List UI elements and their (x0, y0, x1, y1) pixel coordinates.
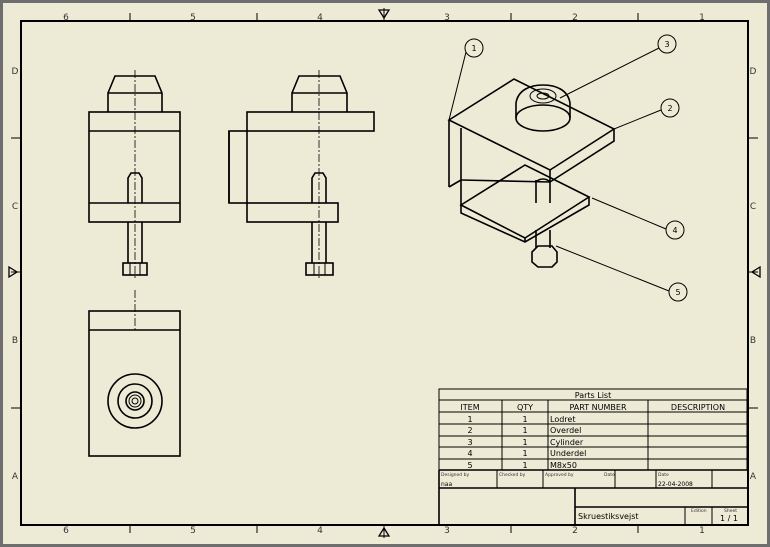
svg-text:2: 2 (572, 13, 578, 23)
balloon-1: 1 (471, 44, 476, 53)
svg-text:Cylinder: Cylinder (550, 438, 584, 447)
paper (3, 3, 767, 544)
svg-text:Overdel: Overdel (550, 426, 581, 435)
front-view (88, 70, 181, 280)
svg-text:B: B (750, 336, 756, 346)
svg-text:B: B (12, 336, 18, 346)
table-row: 4 1 Underdel (467, 449, 586, 458)
table-row: 3 1 Cylinder (467, 438, 583, 447)
svg-text:4: 4 (317, 13, 323, 23)
isometric-view (447, 78, 616, 268)
svg-text:1: 1 (699, 13, 705, 23)
svg-text:5: 5 (190, 526, 196, 536)
svg-text:5: 5 (190, 13, 196, 23)
svg-text:1: 1 (522, 438, 527, 447)
title-block: Designed by naa Checked by Approved by D… (438, 469, 747, 525)
svg-text:3: 3 (444, 13, 450, 23)
svg-text:3: 3 (444, 526, 450, 536)
balloon-2: 2 (667, 104, 672, 113)
zone-labels: 6 5 4 3 2 1 6 5 4 3 2 1 D C B A D C B A (12, 13, 757, 536)
svg-text:1: 1 (522, 415, 527, 424)
svg-text:C: C (750, 202, 756, 212)
top-view (88, 290, 181, 457)
svg-text:Sheet: Sheet (724, 508, 737, 514)
svg-text:C: C (12, 202, 18, 212)
center-marks (8, 9, 761, 537)
svg-text:A: A (12, 472, 19, 482)
svg-text:1: 1 (699, 526, 705, 536)
balloon-4: 4 (672, 226, 677, 235)
svg-text:1: 1 (522, 461, 527, 470)
svg-text:Edition: Edition (691, 508, 707, 514)
svg-text:Checked by: Checked by (499, 472, 526, 478)
svg-text:naa: naa (441, 481, 452, 488)
svg-text:4: 4 (317, 526, 323, 536)
svg-text:1 / 1: 1 / 1 (720, 514, 738, 523)
table-row: 5 1 M8x50 (467, 461, 576, 470)
svg-text:22-04-2008: 22-04-2008 (658, 481, 693, 488)
svg-text:Date: Date (604, 472, 615, 478)
parts-list: Parts List ITEM QTY PART NUMBER DESCRIPT… (438, 388, 748, 471)
table-row: 2 1 Overdel (467, 426, 581, 435)
svg-text:Date: Date (658, 472, 669, 478)
svg-text:A: A (750, 472, 757, 482)
svg-text:ITEM: ITEM (460, 403, 479, 412)
svg-text:1: 1 (522, 449, 527, 458)
svg-text:6: 6 (63, 13, 69, 23)
svg-text:6: 6 (63, 526, 69, 536)
svg-text:Approved by: Approved by (545, 472, 574, 478)
svg-text:3: 3 (467, 438, 472, 447)
svg-text:Underdel: Underdel (550, 449, 586, 458)
svg-text:5: 5 (467, 461, 472, 470)
table-row: 1 1 Lodret (467, 415, 575, 424)
svg-text:1: 1 (522, 426, 527, 435)
svg-text:2: 2 (467, 426, 472, 435)
svg-text:4: 4 (467, 449, 472, 458)
balloons: 1 2 3 4 5 (448, 34, 688, 302)
svg-text:PART NUMBER: PART NUMBER (569, 403, 626, 412)
balloon-3: 3 (664, 40, 669, 49)
svg-text:D: D (750, 67, 757, 77)
svg-text:DESCRIPTION: DESCRIPTION (671, 403, 725, 412)
svg-text:D: D (12, 67, 19, 77)
svg-text:QTY: QTY (517, 403, 533, 412)
svg-text:Lodret: Lodret (550, 415, 575, 424)
svg-text:2: 2 (572, 526, 578, 536)
svg-text:1: 1 (467, 415, 472, 424)
svg-text:Designed by: Designed by (441, 472, 469, 478)
drawing-title: Skruestiksvejst (578, 512, 639, 521)
side-view (228, 70, 375, 280)
balloon-5: 5 (675, 288, 680, 297)
svg-text:M8x50: M8x50 (550, 461, 577, 470)
svg-text:Parts List: Parts List (575, 391, 612, 400)
